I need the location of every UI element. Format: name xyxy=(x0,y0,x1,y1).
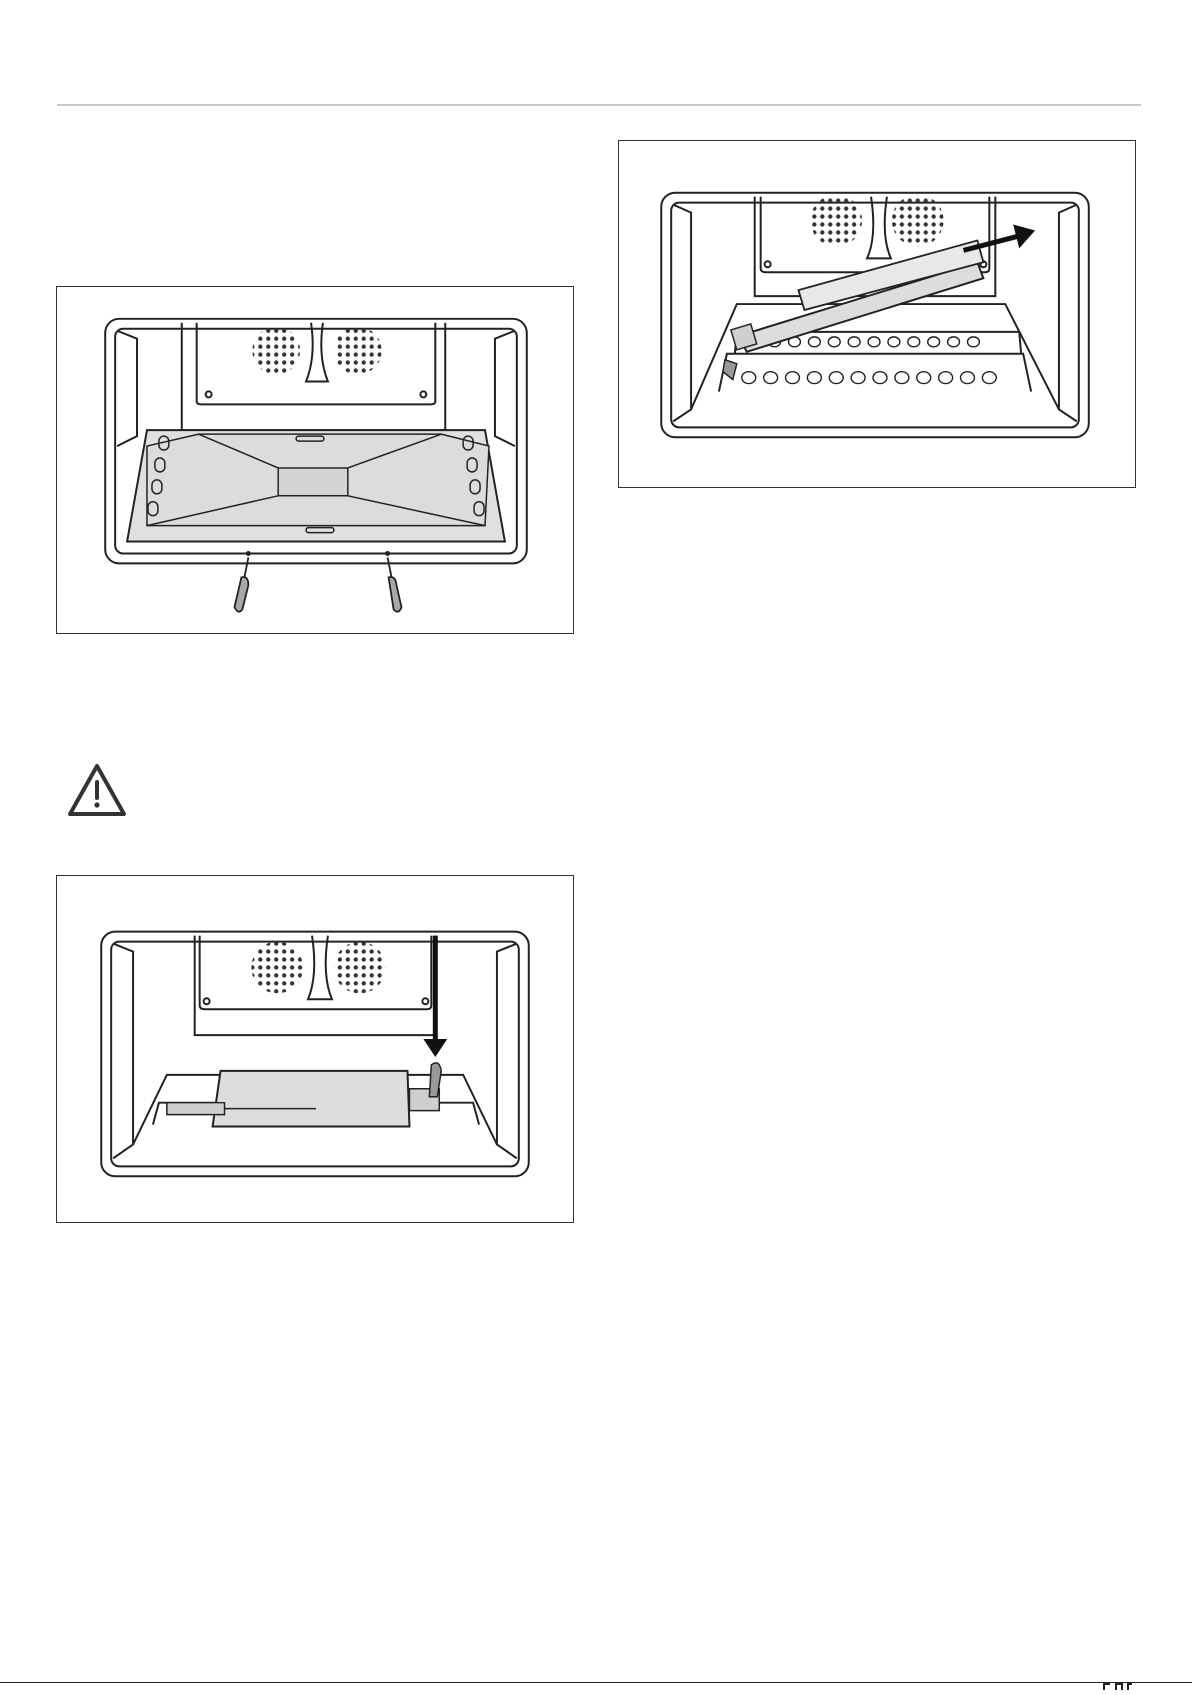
oven-element-pull-arrow-illustration xyxy=(619,141,1135,487)
figure-element-lowering xyxy=(56,875,574,1223)
header-rule xyxy=(57,104,1141,106)
figure-oven-floor-panel xyxy=(56,286,574,634)
footer-rule xyxy=(0,1682,1192,1683)
warning-triangle-icon xyxy=(66,762,128,818)
oven-floor-screwdriver-illustration xyxy=(57,287,573,633)
oven-element-down-arrow-illustration xyxy=(57,876,573,1222)
figure-element-pull-out xyxy=(618,140,1136,488)
page-corner-mark xyxy=(1102,1677,1134,1685)
